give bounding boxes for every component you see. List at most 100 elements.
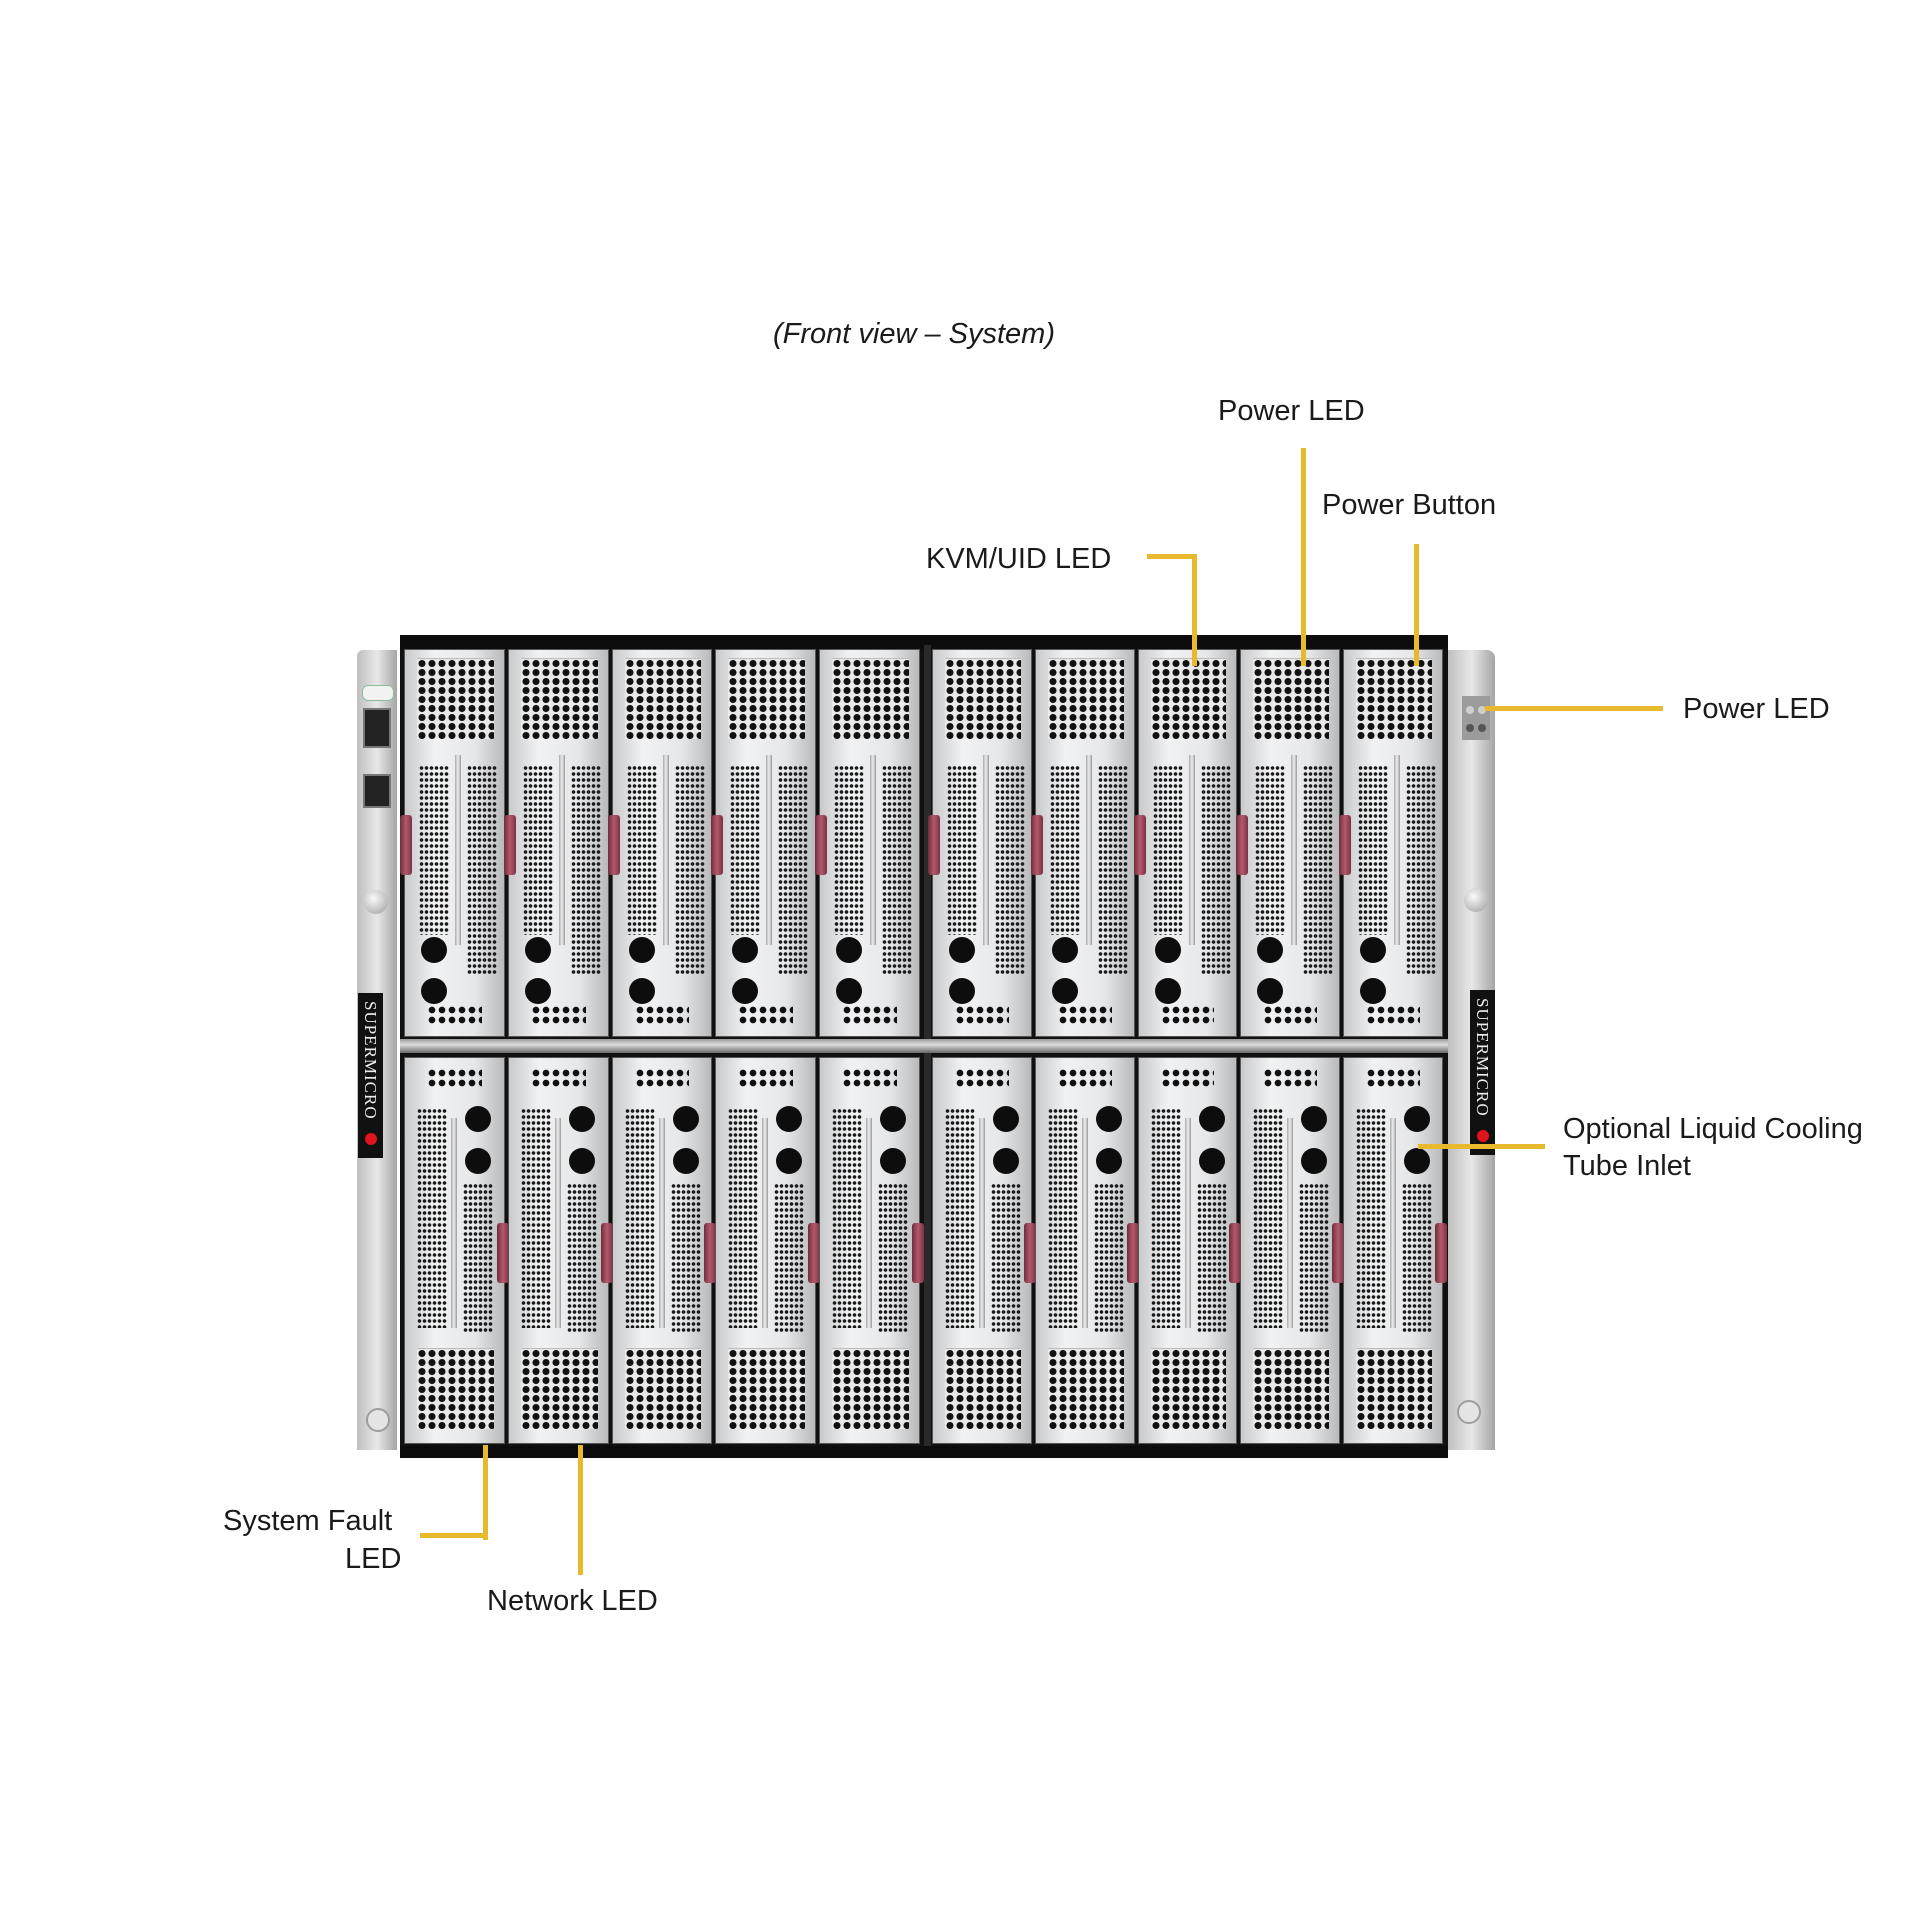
liquid-cooling-port-icon [1198,1147,1225,1174]
blade-column [607,649,717,1444]
liquid-cooling-port-icon [776,1147,803,1174]
blade-bottom [1137,1056,1242,1444]
top-vent [842,1067,897,1088]
liquid-cooling-port-icon [465,1105,491,1132]
card-rail [1081,1117,1088,1328]
led-icon [1466,706,1474,714]
release-handle [1030,815,1043,875]
top-vent [738,1067,794,1088]
bottom-vent-grille [1253,1347,1330,1429]
screw-icon [1457,1400,1481,1424]
release-handle [1023,1222,1036,1283]
bottom-vent [427,1005,482,1025]
card-rail [658,1117,665,1328]
vent-grid [1150,1107,1181,1328]
blade-column [1236,649,1345,1444]
bottom-vent [1263,1005,1318,1025]
bottom-vent-grille [520,1347,598,1429]
vent-grid [832,1107,863,1328]
vent-grid [1299,1182,1330,1333]
card-rail [1188,755,1195,945]
top-vent-grille [728,658,806,739]
liquid-cooling-port-icon [1154,937,1181,963]
blade-top [607,649,713,1037]
liquid-cooling-port-icon [568,1105,595,1132]
top-vent [955,1067,1009,1088]
power-button-callout-line [1414,544,1419,666]
top-vent [427,1067,482,1088]
vent-grid [467,765,497,975]
bottom-vent [1160,1005,1215,1025]
release-handle [928,815,940,875]
bottom-vent [1366,1005,1420,1025]
led-icon [1466,724,1474,732]
vent-grid [1097,765,1128,975]
liquid-cooling-port-icon [993,1105,1019,1132]
release-handle [1133,815,1146,875]
liquid-cooling-port-icon [993,1147,1019,1174]
vent-grid [1253,1107,1284,1328]
blade-bottom [507,1056,613,1444]
card-rail [983,755,989,945]
liquid-cooling-port-icon [732,978,759,1004]
brand-dot-icon [1477,1130,1489,1142]
release-handle [1434,1222,1447,1283]
vent-grid [1303,765,1334,975]
chassis [400,635,1448,1458]
card-rail [1291,755,1298,945]
card-rail [866,1117,873,1328]
blade-top [928,649,1032,1037]
liquid-cooling-port-icon [421,937,447,963]
bottom-vent [634,1005,690,1025]
top-vent-grille [520,658,598,739]
release-handle [1236,815,1249,875]
side-power-led-callout-line [1485,706,1663,711]
liquid-cooling-port-icon [1051,978,1078,1004]
vent-grid [945,1107,975,1328]
blade-top [400,649,505,1037]
bottom-vent-grille [728,1347,806,1429]
liquid-cooling-port-icon [672,1105,699,1132]
blade-bottom [404,1056,509,1444]
knob-icon [364,890,388,914]
label-power-button: Power Button [1322,489,1497,521]
vent-grid [674,765,705,975]
vent-grid [1049,765,1080,935]
blade-column [815,649,924,1444]
top-vent-grille [832,658,909,739]
vent-grid [1358,765,1389,935]
blade-bottom [1343,1056,1447,1444]
release-handle [1126,1222,1139,1283]
liquid-cooling-port-icon [1051,937,1078,963]
liquid-cooling-port-icon [836,978,863,1004]
liquid-cooling-port-icon [1404,1147,1431,1174]
top-vent-grille [1047,658,1124,739]
left-side-panel: SUPERMICRO [357,650,397,1450]
rj45-port-icon [363,774,391,808]
liquid-cooling-port-icon [628,978,655,1004]
card-rail [870,755,877,945]
card-rail [1394,755,1401,945]
card-rail [979,1117,985,1328]
liquid-cooling-port-icon [524,978,551,1004]
vent-grid [730,765,761,935]
blade-top [1133,649,1238,1037]
top-vent [1366,1067,1420,1088]
liquid-cooling-callout-line [1418,1144,1545,1149]
top-vent [634,1067,690,1088]
left-half [400,649,924,1444]
blade-column [1133,649,1242,1444]
kvm-callout-line-h [1147,554,1197,559]
liquid-cooling-port-icon [1404,1105,1431,1132]
release-handle [600,1222,613,1283]
release-handle [704,1222,717,1283]
power-led-callout-line [1301,448,1306,666]
top-vent-grille [1150,658,1227,739]
blade-top [1339,649,1443,1037]
blade-top [711,649,817,1037]
liquid-cooling-port-icon [628,937,655,963]
vent-grid [1196,1182,1227,1333]
mid-rail [400,1039,1448,1053]
brand-badge-left: SUPERMICRO [358,993,383,1158]
vent-grid [728,1107,759,1328]
